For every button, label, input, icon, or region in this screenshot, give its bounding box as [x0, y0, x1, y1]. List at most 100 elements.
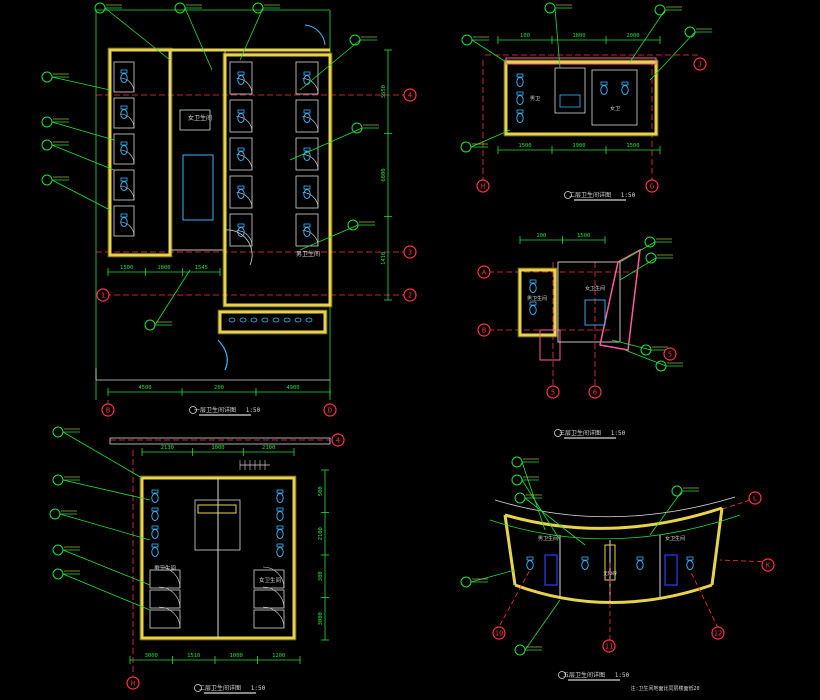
axis-bubble [663, 347, 677, 361]
callout-leader-line [51, 144, 115, 171]
door-swing [262, 606, 285, 629]
axis-line-radial [719, 499, 751, 511]
plan3-left-room-outer [517, 267, 558, 338]
right-wing-wall-outer [222, 52, 333, 308]
door-swing [119, 221, 135, 237]
axis-label: L [753, 495, 757, 503]
plan5-dim-arc [489, 514, 741, 540]
stall-partition [229, 213, 253, 247]
toilet-tank [120, 213, 128, 218]
axis-label: G [650, 183, 654, 191]
callout-circle [41, 174, 53, 186]
dimension-text: 2000 [626, 33, 639, 39]
dimension-text: 1200 [272, 653, 285, 659]
axis-bubble [477, 323, 491, 337]
callout-circle [52, 568, 64, 580]
plan-scale: 1:50 [251, 685, 266, 692]
plan-title: 五层卫生间详图 [563, 671, 605, 679]
toilet-fixture [621, 85, 629, 95]
callout-leader-line [471, 39, 507, 63]
axis-bubble [126, 676, 140, 690]
door-swing [302, 116, 319, 133]
callout-leader-line [611, 339, 652, 351]
callout-leader-line [299, 224, 359, 251]
toilet-tank [120, 177, 128, 182]
callout-circle [460, 576, 472, 588]
callout-leader-line [524, 497, 586, 546]
axis-label: B [106, 407, 110, 415]
axis-bubble [323, 403, 337, 417]
urinal-fixture [283, 317, 291, 323]
axis-label: H [131, 680, 135, 688]
callout-leader-line [629, 9, 666, 63]
title-marker [554, 429, 562, 437]
toilet-tank [581, 556, 589, 561]
plan5-right-wall [710, 507, 724, 586]
axis-bubble [602, 639, 616, 653]
plan4-outer-wall-outer [139, 475, 297, 641]
entry-curve [217, 339, 228, 371]
room-label: 女卫生间 [259, 576, 281, 584]
stall-partition [113, 169, 135, 201]
toilet-fixture [151, 547, 159, 557]
axis-label: A [482, 269, 487, 277]
callout-leader-line [299, 39, 361, 91]
toilet-tank [621, 81, 629, 86]
callout-leader-line [59, 513, 151, 541]
toilet-tank [237, 185, 245, 190]
toilet-tank [276, 489, 284, 494]
toilet-tank [600, 81, 608, 86]
room-label: 男卫 [530, 96, 540, 102]
plan-title: 二层卫生间详图 [569, 191, 611, 199]
dimension-text: 1000 [211, 445, 224, 451]
dimension-text: 3000 [145, 653, 158, 659]
toilet-fixture [303, 189, 311, 199]
sink-counter [182, 154, 214, 221]
axis-label: K [766, 562, 771, 570]
axis-bubble [711, 626, 725, 640]
axis-line-radial [689, 569, 719, 629]
callout-circle [52, 426, 64, 438]
dimension-text: 1900 [572, 143, 585, 149]
toilet-fixture [303, 151, 311, 161]
callout-leader-line [521, 461, 546, 531]
stall-partition [295, 175, 319, 209]
callout-circle [41, 116, 53, 128]
right-wing-wall [223, 53, 332, 307]
plan-title: 二层卫生间详图 [199, 684, 241, 692]
toilet-tank [526, 556, 534, 561]
axis-bubble [403, 245, 417, 259]
toilet-fixture [276, 529, 284, 539]
stall-partition [113, 205, 135, 237]
dimension-text: 500 [318, 486, 324, 496]
toilet-tank [151, 507, 159, 512]
toilet-tank [276, 543, 284, 548]
axis-label: 2 [408, 292, 412, 300]
dimension-text: 3650 [381, 85, 387, 98]
callout-leader-line [521, 479, 561, 541]
callout-leader-line [239, 7, 264, 61]
stall-partition [229, 61, 253, 95]
dimension-text: 4900 [286, 385, 299, 391]
toilet-tank [120, 69, 128, 74]
dimension-text: 2100 [318, 527, 324, 540]
callout-leader-line [649, 490, 683, 536]
door-swing [236, 192, 253, 209]
entry-door-swing [304, 24, 326, 46]
axis-bubble [748, 491, 762, 505]
toilet-tank [120, 141, 128, 146]
callout-leader-line [62, 549, 151, 586]
axis-label: 4 [408, 92, 412, 100]
callout-leader-line [154, 269, 191, 326]
toilet-tank [237, 223, 245, 228]
callout-circle [461, 34, 473, 46]
stall-partition [113, 97, 135, 129]
toilet-fixture [526, 560, 534, 570]
callout-leader-line [470, 129, 511, 148]
callout-leader-line [62, 479, 151, 501]
toilet-fixture [303, 227, 311, 237]
dimension-text: 100 [520, 33, 530, 39]
toilet-fixture [151, 529, 159, 539]
